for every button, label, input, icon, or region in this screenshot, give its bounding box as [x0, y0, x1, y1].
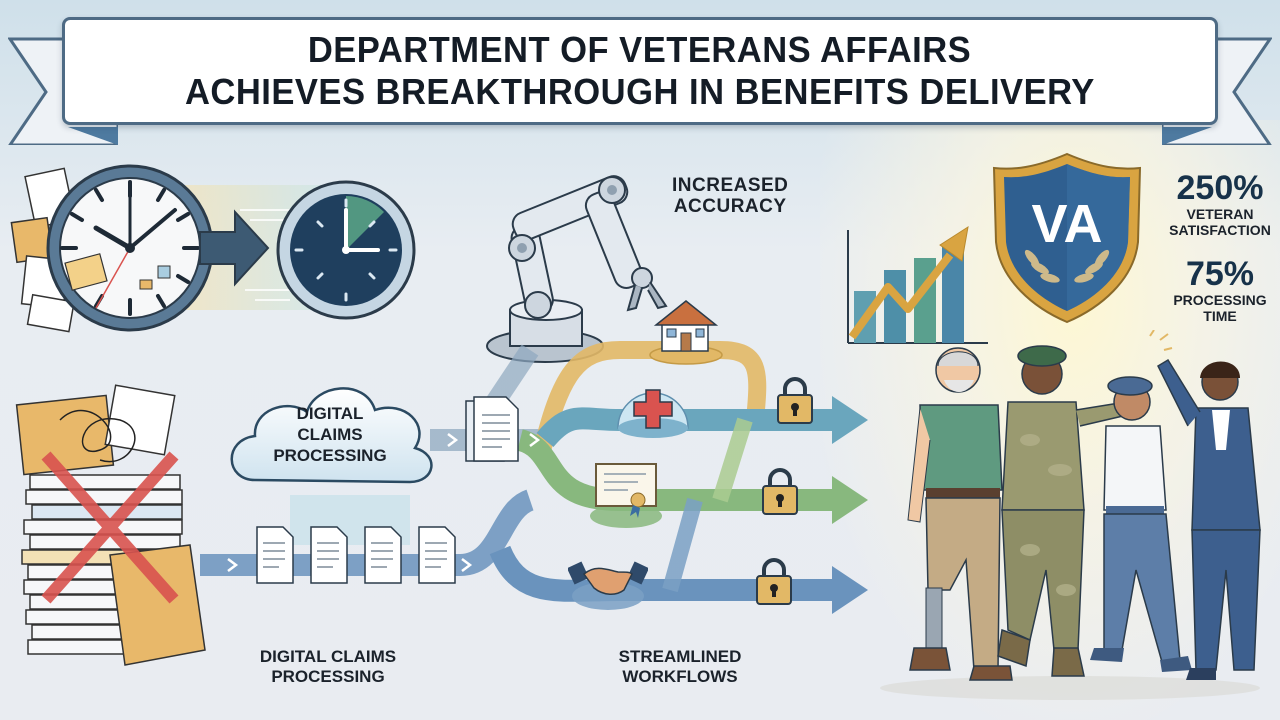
stat-caption-line1: VETERAN [1186, 206, 1254, 222]
veterans-group-illustration [880, 330, 1261, 700]
document-icon [418, 526, 456, 584]
fast-clock-icon [276, 180, 416, 320]
veteran-person-3 [1090, 376, 1192, 672]
stat-caption-line2: TIME [1203, 308, 1237, 324]
growth-chart-icon [847, 225, 988, 344]
robot-arm-icon [486, 175, 668, 363]
arrow-right-icon [199, 209, 270, 287]
slow-clock-icon [46, 164, 214, 332]
increased-accuracy-label: INCREASED ACCURACY [672, 175, 789, 217]
stat-caption-line2: SATISFACTION [1169, 222, 1271, 238]
cloud-label: DIGITAL CLAIMS PROCESSING [273, 404, 387, 465]
veteran-person-2 [997, 345, 1141, 677]
laurel-icon [1024, 249, 1110, 283]
certificate-icon [590, 463, 662, 528]
clock-speedup-illustration [10, 164, 416, 333]
stat-value: 250% [1176, 169, 1264, 207]
padlock-icon [762, 468, 798, 515]
sparkle-icon [1149, 330, 1173, 351]
padlock-icon [777, 377, 813, 424]
paper-pile-icon [15, 384, 206, 666]
streamlined-workflows-label: STREAMLINED WORKFLOWS [618, 647, 742, 686]
medical-cross-icon [617, 389, 689, 438]
document-stack-icon [465, 396, 519, 462]
stat-veteran-satisfaction: 250% VETERAN SATISFACTION [1160, 170, 1280, 238]
red-x-icon [41, 451, 179, 604]
stat-value: 75% [1185, 255, 1255, 293]
title-line-1: DEPARTMENT OF VETERANS AFFAIRS [308, 29, 972, 70]
va-shield-badge: VA [992, 152, 1142, 324]
document-icon [256, 526, 294, 584]
chevron-right-icon [227, 433, 541, 572]
padlock-icon [756, 558, 792, 605]
cloud-icon [230, 387, 433, 484]
va-staff-person [1157, 358, 1261, 680]
stat-processing-time: 75% PROCESSING TIME [1160, 256, 1280, 324]
title-line-2: ACHIEVES BREAKTHROUGH IN BENEFITS DELIVE… [185, 71, 1095, 112]
stat-caption-line1: PROCESSING [1173, 292, 1267, 308]
digital-claims-processing-label: DIGITAL CLAIMS PROCESSING [259, 647, 397, 686]
document-icon [310, 526, 348, 584]
handshake-icon [568, 561, 648, 610]
va-badge-text: VA [1031, 194, 1102, 254]
house-icon [649, 300, 723, 365]
document-row [255, 525, 457, 585]
document-icon [364, 526, 402, 584]
title-banner: DEPARTMENT OF VETERANS AFFAIRS ACHIEVES … [62, 17, 1218, 125]
veteran-person-1 [907, 347, 1013, 681]
